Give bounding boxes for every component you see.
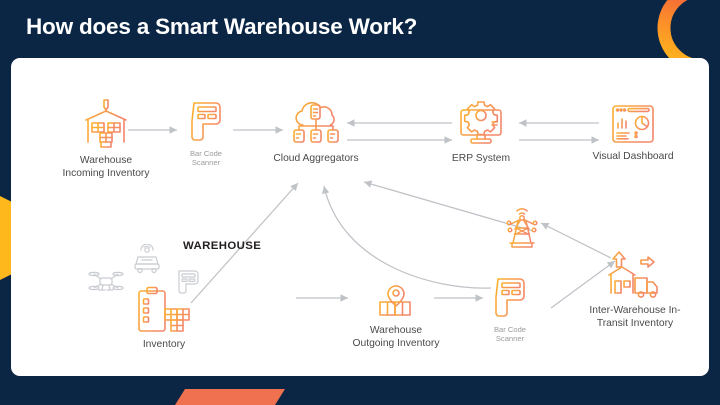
node-label: Bar Code Scanner <box>189 149 223 168</box>
node-label: Visual Dashboard <box>592 151 674 162</box>
node-bar-code-scanner-in[interactable]: Bar Code Scanner <box>171 100 241 168</box>
node-visual-dashboard[interactable]: Visual Dashboard <box>568 102 698 164</box>
drone-icon <box>88 271 124 291</box>
node-label: Bar Code Scanner <box>493 325 527 344</box>
barcode-scanner-icon <box>495 278 525 317</box>
node-inter-warehouse-in-transit-inventory[interactable]: Inter-Warehouse In- Transit Inventory <box>567 250 703 330</box>
arrow-interwarehouse-to-tower <box>540 222 612 259</box>
barcode-scanner-icon <box>191 102 221 141</box>
cloud-server-icon <box>293 101 339 143</box>
clipboard-boxes-icon <box>138 286 190 332</box>
node-label: Warehouse Incoming Inventory <box>62 155 150 179</box>
node-cloud-aggregators[interactable]: Cloud Aggregators <box>256 100 376 166</box>
package-tracking-icon <box>377 285 415 316</box>
warehouse-zone-label: WAREHOUSE <box>183 240 262 252</box>
handheld-barcode-scanner-icon <box>178 270 199 294</box>
warehouse-truck-icon <box>606 251 658 298</box>
node-warehouse-incoming-inventory[interactable]: Warehouse Incoming Inventory <box>46 98 166 180</box>
node-label: Inter-Warehouse In- Transit Inventory <box>589 305 681 329</box>
node-communication-tower[interactable] <box>499 202 545 250</box>
page-title: How does a Smart Warehouse Work? <box>26 14 418 39</box>
node-label: ERP System <box>451 153 511 164</box>
arrow-tower-to-cloud <box>363 180 534 232</box>
warehouse-building-icon <box>83 99 129 148</box>
robotic-cart-icon <box>134 244 160 274</box>
node-label: Inventory <box>142 339 186 350</box>
dashboard-window-icon <box>612 105 654 143</box>
arrow-outgoing-to-cloud-curved <box>321 185 492 289</box>
node-label: Cloud Aggregators <box>273 153 359 164</box>
arrow-scanner-out-to-interwarehouse <box>550 260 616 309</box>
node-erp-system[interactable]: ERP System <box>426 100 536 166</box>
signal-tower-icon <box>506 208 538 248</box>
arrow-inventory-to-cloud <box>190 182 299 304</box>
diagram-card: WAREHOUSE <box>11 58 709 376</box>
node-label: Warehouse Outgoing Inventory <box>352 325 440 349</box>
node-inventory[interactable]: Inventory <box>114 286 214 352</box>
node-bar-code-scanner-out[interactable]: Bar Code Scanner <box>475 276 545 344</box>
connection-arrows <box>128 119 616 309</box>
monitor-gear-icon <box>460 101 502 144</box>
node-warehouse-outgoing-inventory[interactable]: Warehouse Outgoing Inventory <box>336 274 456 350</box>
bottom-wedge-decoration <box>175 389 285 405</box>
